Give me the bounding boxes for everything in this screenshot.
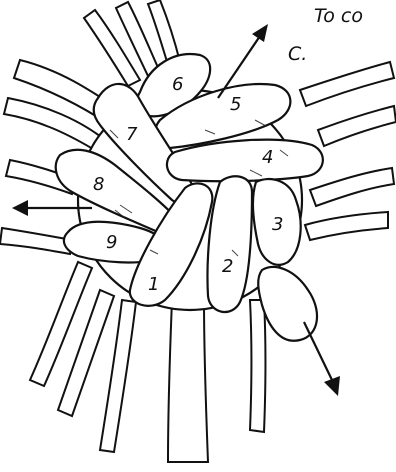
- tail-left-2: [0, 228, 72, 254]
- tail-bottom-2: [168, 300, 208, 462]
- figure-letter: C.: [288, 43, 307, 65]
- tail-right-1: [300, 62, 394, 106]
- tail-right-2: [318, 106, 396, 146]
- label-6: 6: [172, 74, 183, 95]
- label-7: 7: [126, 124, 138, 145]
- arrow-up-right-head: [252, 24, 268, 42]
- arrow-down-right-head: [324, 376, 340, 396]
- label-8: 8: [93, 174, 104, 195]
- arrow-down-right: [304, 322, 332, 380]
- label-5: 5: [230, 94, 241, 115]
- label-3: 3: [272, 214, 283, 235]
- label-9: 9: [106, 232, 117, 253]
- label-1: 1: [148, 274, 159, 295]
- arrow-left-head: [12, 200, 28, 216]
- tail-right-3: [310, 168, 394, 206]
- caption-fragment: To co: [314, 5, 363, 27]
- tail-right-4: [305, 212, 388, 240]
- tail-bottom-right-1: [250, 300, 266, 432]
- label-2: 2: [222, 256, 233, 277]
- label-4: 4: [262, 147, 273, 168]
